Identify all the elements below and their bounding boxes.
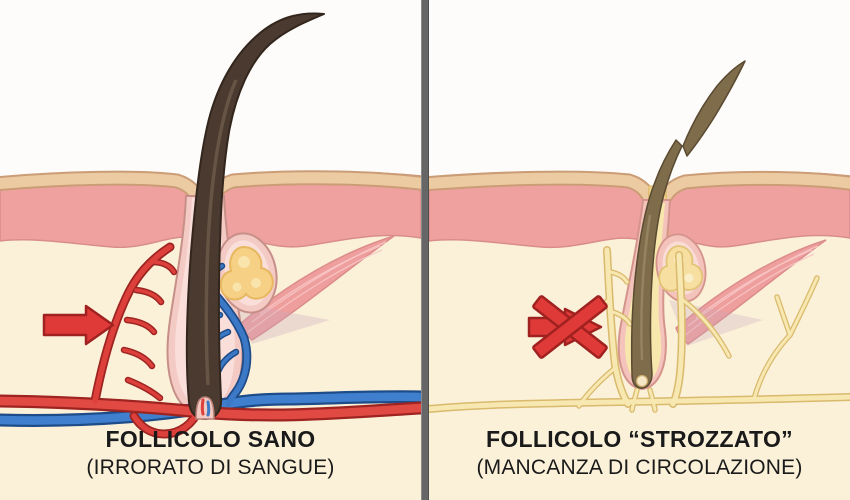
caption-subtitle: (MANCANZA DI CIRCOLAZIONE) [476, 456, 803, 480]
caption-title: FOLLICOLO “STROZZATO” [486, 426, 793, 452]
weak-hair [630, 60, 746, 389]
dermal-papilla [635, 374, 649, 388]
no-blood-flow-x-icon [527, 295, 608, 359]
panel-divider [421, 0, 429, 500]
strangled-follicle-panel: FOLLICOLO “STROZZATO” (MANCANZA DI CIRCO… [429, 0, 850, 500]
healthy-follicle-caption: FOLLICOLO SANO (IRRORATO DI SANGUE) [0, 426, 421, 480]
caption-subtitle: (IRRORATO DI SANGUE) [86, 456, 335, 480]
strangled-follicle-illustration [429, 0, 850, 500]
caption-title: FOLLICOLO SANO [105, 426, 316, 452]
healthy-follicle-illustration [0, 0, 421, 500]
skin-surface-layer [429, 170, 850, 207]
dermal-papilla [195, 396, 215, 420]
healthy-hair [185, 12, 325, 420]
healthy-follicle-panel: FOLLICOLO SANO (IRRORATO DI SANGUE) [0, 0, 421, 500]
arrector-pili-muscle [239, 235, 395, 341]
bloodless-vessel-network [429, 246, 850, 413]
blood-flow-arrow-icon [42, 304, 115, 346]
strangled-follicle-caption: FOLLICOLO “STROZZATO” (MANCANZA DI CIRCO… [429, 426, 850, 480]
